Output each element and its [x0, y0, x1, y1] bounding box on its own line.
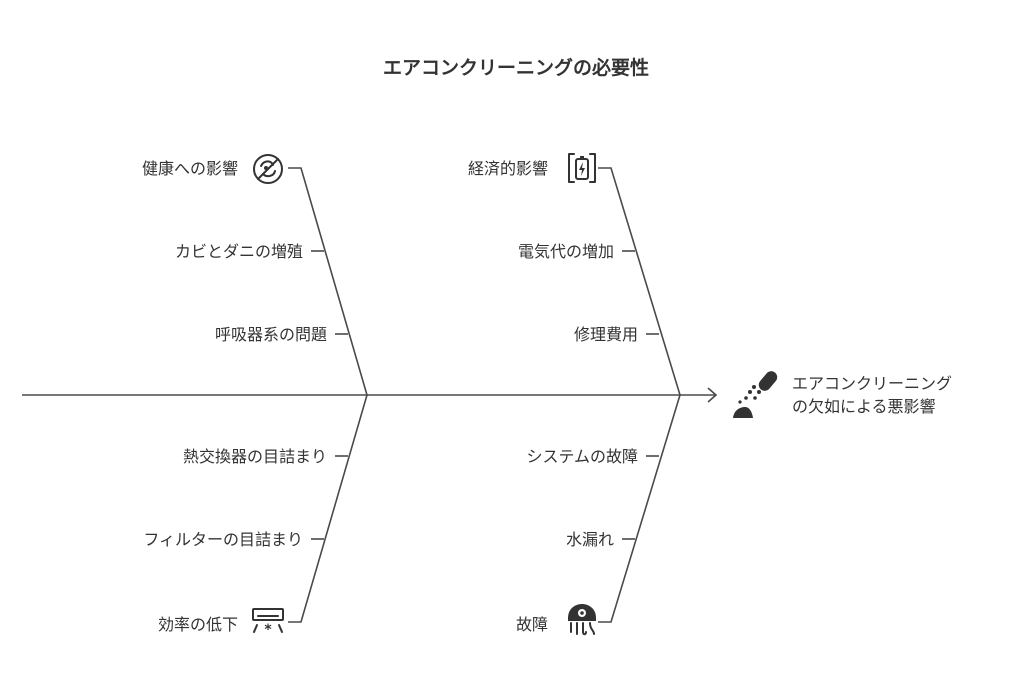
- cause-efficiency-1: 熱交換器の目詰まり: [183, 447, 327, 466]
- cause-failure-2: 水漏れ: [566, 530, 614, 549]
- spine-arrowhead: [707, 387, 718, 403]
- cause-economic-2: 修理費用: [574, 325, 638, 344]
- category-health-label: 健康への影響: [142, 159, 238, 178]
- rib-health: [288, 167, 368, 396]
- diagram-title: エアコンクリーニングの必要性: [383, 56, 649, 79]
- category-economic-label: 経済的影響: [468, 159, 548, 178]
- rib-efficiency: [288, 394, 368, 623]
- no-germs-icon: [253, 154, 283, 184]
- spray-cleaning-icon: [733, 371, 778, 418]
- cause-failure-1: システムの故障: [526, 447, 638, 466]
- cause-health-2: 呼吸器系の問題: [215, 325, 327, 344]
- rib-failure: [598, 394, 681, 623]
- rib-economic: [598, 167, 681, 396]
- cause-health-1: カビとダニの増殖: [175, 242, 303, 261]
- svg-text:*: *: [264, 622, 272, 638]
- effect-label-line2: の欠如による悪影響: [792, 397, 936, 416]
- battery-charging-icon: [568, 153, 596, 183]
- air-conditioner-icon: *: [252, 608, 284, 638]
- category-failure-label: 故障: [516, 615, 548, 634]
- effect-label-line1: エアコンクリーニング: [792, 374, 952, 393]
- category-efficiency-label: 効率の低下: [158, 615, 238, 634]
- robot-octopus-icon: [568, 604, 596, 636]
- cause-economic-1: 電気代の増加: [518, 242, 614, 261]
- cause-efficiency-2: フィルターの目詰まり: [143, 530, 303, 549]
